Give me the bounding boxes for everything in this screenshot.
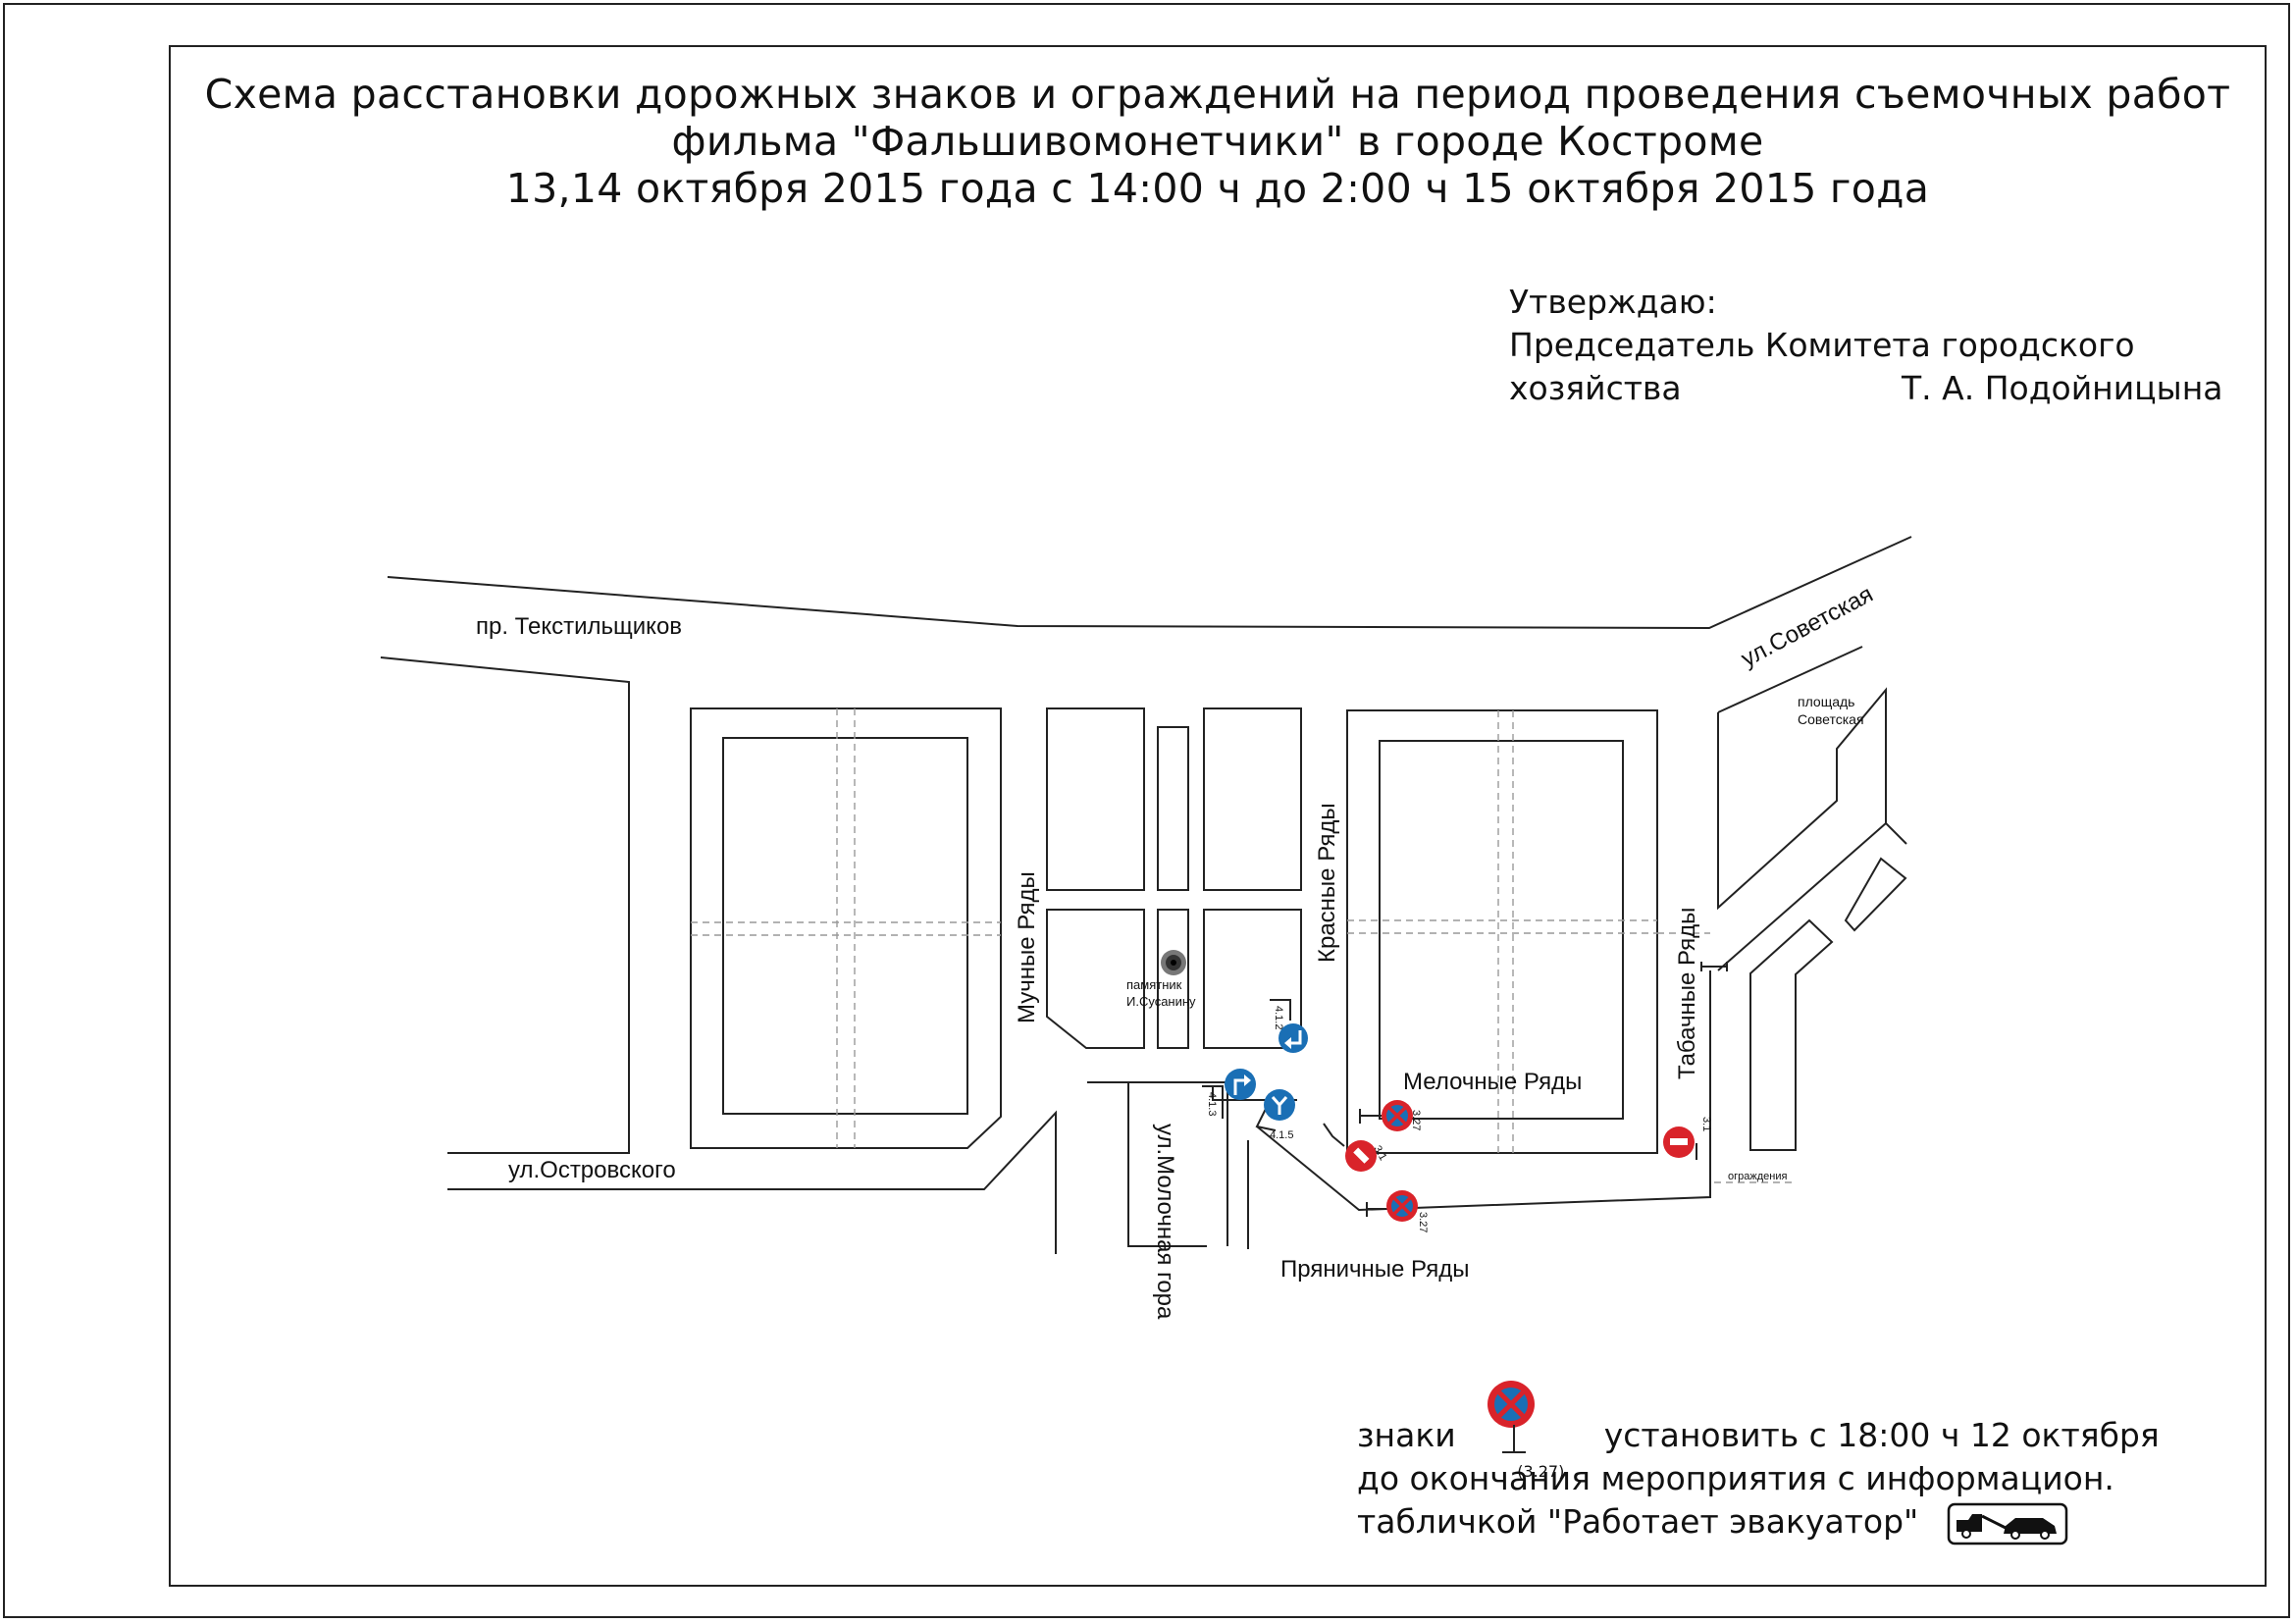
approval-line-3: хозяйства (1509, 369, 1682, 407)
tow-truck-icon (1947, 1502, 2067, 1545)
sign-4-1-2-code: 4.1.2 (1273, 1006, 1284, 1029)
square-label-line-1: площадь (1798, 694, 1854, 709)
sign-4-1-5: 4.1.5 (1255, 1089, 1295, 1141)
legend-sign-code: (3.27) (1517, 1462, 1565, 1481)
no-entry-sign-icon (1345, 1140, 1377, 1172)
sign-3-27-lower-code: 3.27 (1417, 1212, 1429, 1232)
legend: знаки (3.27) установить с 18:00 ч 12 окт… (1357, 1381, 2160, 1545)
monument-label-line-1: памятник (1126, 977, 1182, 992)
title-line-2: фильма "Фальшивомонетчики" в городе Кост… (671, 118, 1764, 165)
no-stopping-sign-icon (1386, 1190, 1418, 1222)
legend-text-2: до окончания мероприятия с информацион. (1357, 1459, 2114, 1497)
legend-prefix: знаки (1357, 1416, 1456, 1454)
street-label-pryanichnye: Пряничные Ряды (1280, 1256, 1469, 1283)
drawing-frame (169, 45, 2267, 1587)
page-frame (3, 3, 2290, 1618)
sign-4-1-5-code: 4.1.5 (1270, 1129, 1293, 1141)
no-entry-sign-icon (1663, 1126, 1695, 1158)
sign-3-27-upper-code: 3.27 (1410, 1110, 1422, 1130)
sign-3-27-upper: 3.27 (1359, 1100, 1422, 1131)
street-outlines (380, 536, 1912, 1254)
mandatory-direction-sign-icon (1278, 1023, 1308, 1053)
sign-3-1-tabachnye-code: 3.1 (1700, 1117, 1712, 1131)
legend-text-1: установить с 18:00 ч 12 октября (1603, 1416, 2160, 1454)
no-stopping-sign-icon (1487, 1381, 1535, 1428)
document-title: Схема расстановки дорожных знаков и огра… (169, 71, 2267, 212)
street-label-melochnye: Мелочные Ряды (1403, 1069, 1582, 1095)
sign-4-1-2: 4.1.2 (1270, 999, 1308, 1053)
title-line-1: Схема расстановки дорожных знаков и огра… (204, 71, 2231, 118)
monument-icon (1161, 950, 1186, 975)
fence-label: ограждения (1728, 1171, 1787, 1182)
sign-3-1-tabachnye: 3.1 (1663, 1117, 1712, 1160)
approver-name: Т. А. Подойницына (1902, 369, 2223, 407)
sign-4-1-3: 4.1.3 (1202, 1069, 1256, 1119)
approval-line-2: Председатель Комитета городского (1509, 326, 2135, 364)
sign-3-1-diagonal: 3.1 (1323, 1123, 1388, 1172)
mandatory-direction-sign-icon (1225, 1069, 1256, 1100)
no-stopping-sign-icon (1382, 1100, 1413, 1131)
legend-text-3: табличкой "Работает эвакуатор" (1357, 1502, 1919, 1541)
approval-line-1: Утверждаю: (1509, 283, 1717, 321)
street-label-krasnye: Красные Ряды (1314, 803, 1340, 963)
monument-label-line-2: И.Сусанину (1126, 994, 1196, 1009)
street-label-muchnye: Мучные Ряды (1014, 871, 1040, 1023)
sign-post-icon (1502, 1425, 1527, 1453)
fence-marker: ограждения (1700, 962, 1787, 1182)
mandatory-direction-sign-icon (1264, 1089, 1295, 1121)
street-label-tabachnye: Табачные Ряды (1674, 908, 1700, 1079)
street-label-tekstilshchikov: пр. Текстильщиков (476, 613, 682, 640)
street-label-ostrovskogo: ул.Островского (508, 1157, 676, 1183)
street-label-sovetskaya: ул.Советская (1737, 581, 1877, 672)
approval-block: Утверждаю: Председатель Комитета городск… (1509, 281, 2223, 410)
dashed-guides (691, 708, 1796, 1183)
sign-4-1-3-code: 4.1.3 (1206, 1092, 1218, 1116)
city-blocks (690, 707, 1907, 1154)
sign-3-27-lower: 3.27 (1366, 1190, 1429, 1232)
title-line-3: 13,14 октября 2015 года с 14:00 ч до 2:0… (505, 165, 1930, 212)
square-label-line-2: Советская (1798, 711, 1864, 727)
street-label-molochnaya: ул.Молочная гора (1152, 1124, 1178, 1320)
